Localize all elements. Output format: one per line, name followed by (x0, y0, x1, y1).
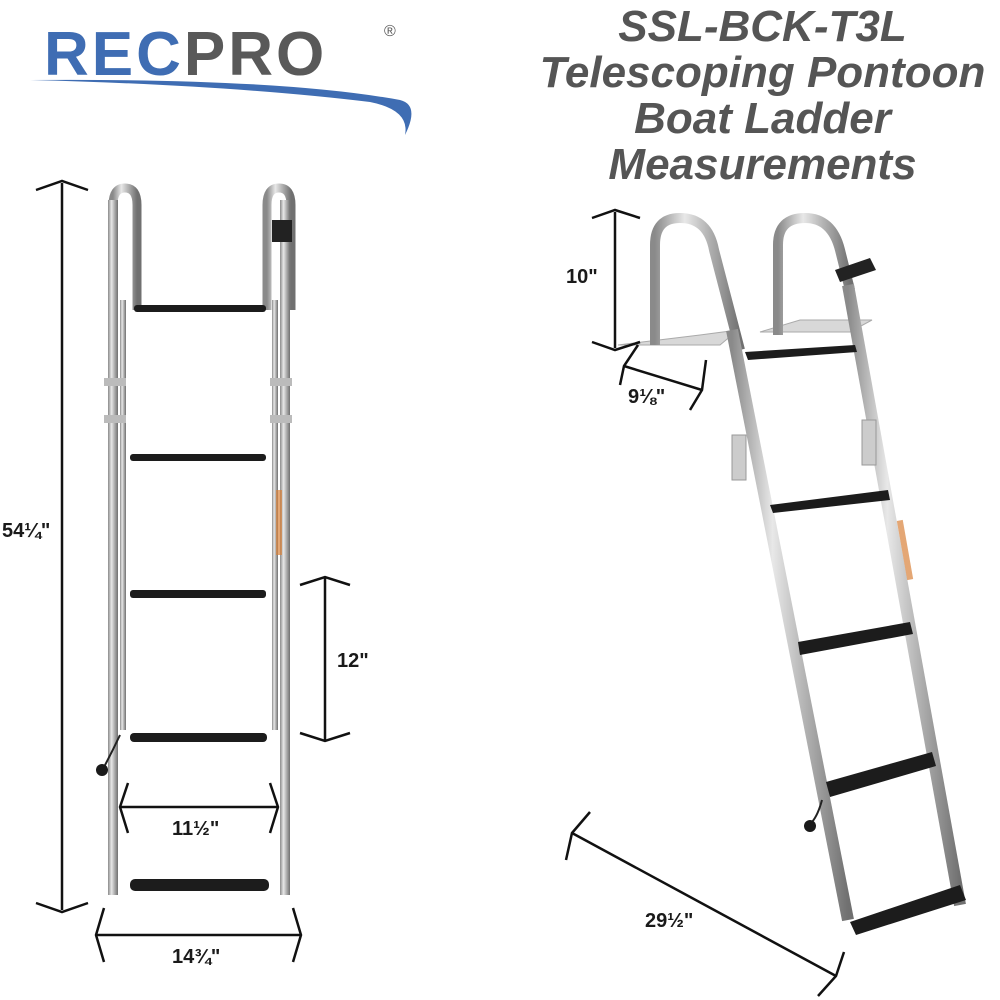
step-spacing-label: 12" (337, 650, 369, 672)
title-line-3: Boat Ladder (634, 94, 891, 143)
title-line-2: Telescoping Pontoon (539, 48, 986, 97)
mount-depth-label: 9⅛" (628, 386, 666, 408)
registered-mark: ® (384, 23, 399, 40)
logo-wordmark: RecPro ® (44, 24, 396, 86)
logo-swoosh-icon (30, 79, 412, 135)
title-model: SSL-BCK-T3L (618, 2, 907, 51)
title-line-4: Measurements (608, 140, 917, 189)
overall-height-label: 54¼" (2, 520, 51, 542)
extended-length-label: 29½" (645, 910, 694, 932)
front-ladder (96, 183, 296, 895)
recpro-logo: RecPro ® (30, 10, 430, 140)
handle-height-label: 10" (566, 266, 598, 288)
inner-width-label: 11½" (172, 818, 220, 840)
side-dimension-lines (564, 208, 846, 997)
side-ladder (617, 212, 966, 935)
front-dimension-lines (35, 179, 351, 963)
logo-pro: Pro (183, 20, 328, 89)
page-title: SSL-BCK-T3L Telescoping Pontoon Boat Lad… (525, 4, 1000, 188)
outer-width-label: 14¾" (172, 946, 221, 968)
logo-rec: Rec (44, 20, 184, 89)
